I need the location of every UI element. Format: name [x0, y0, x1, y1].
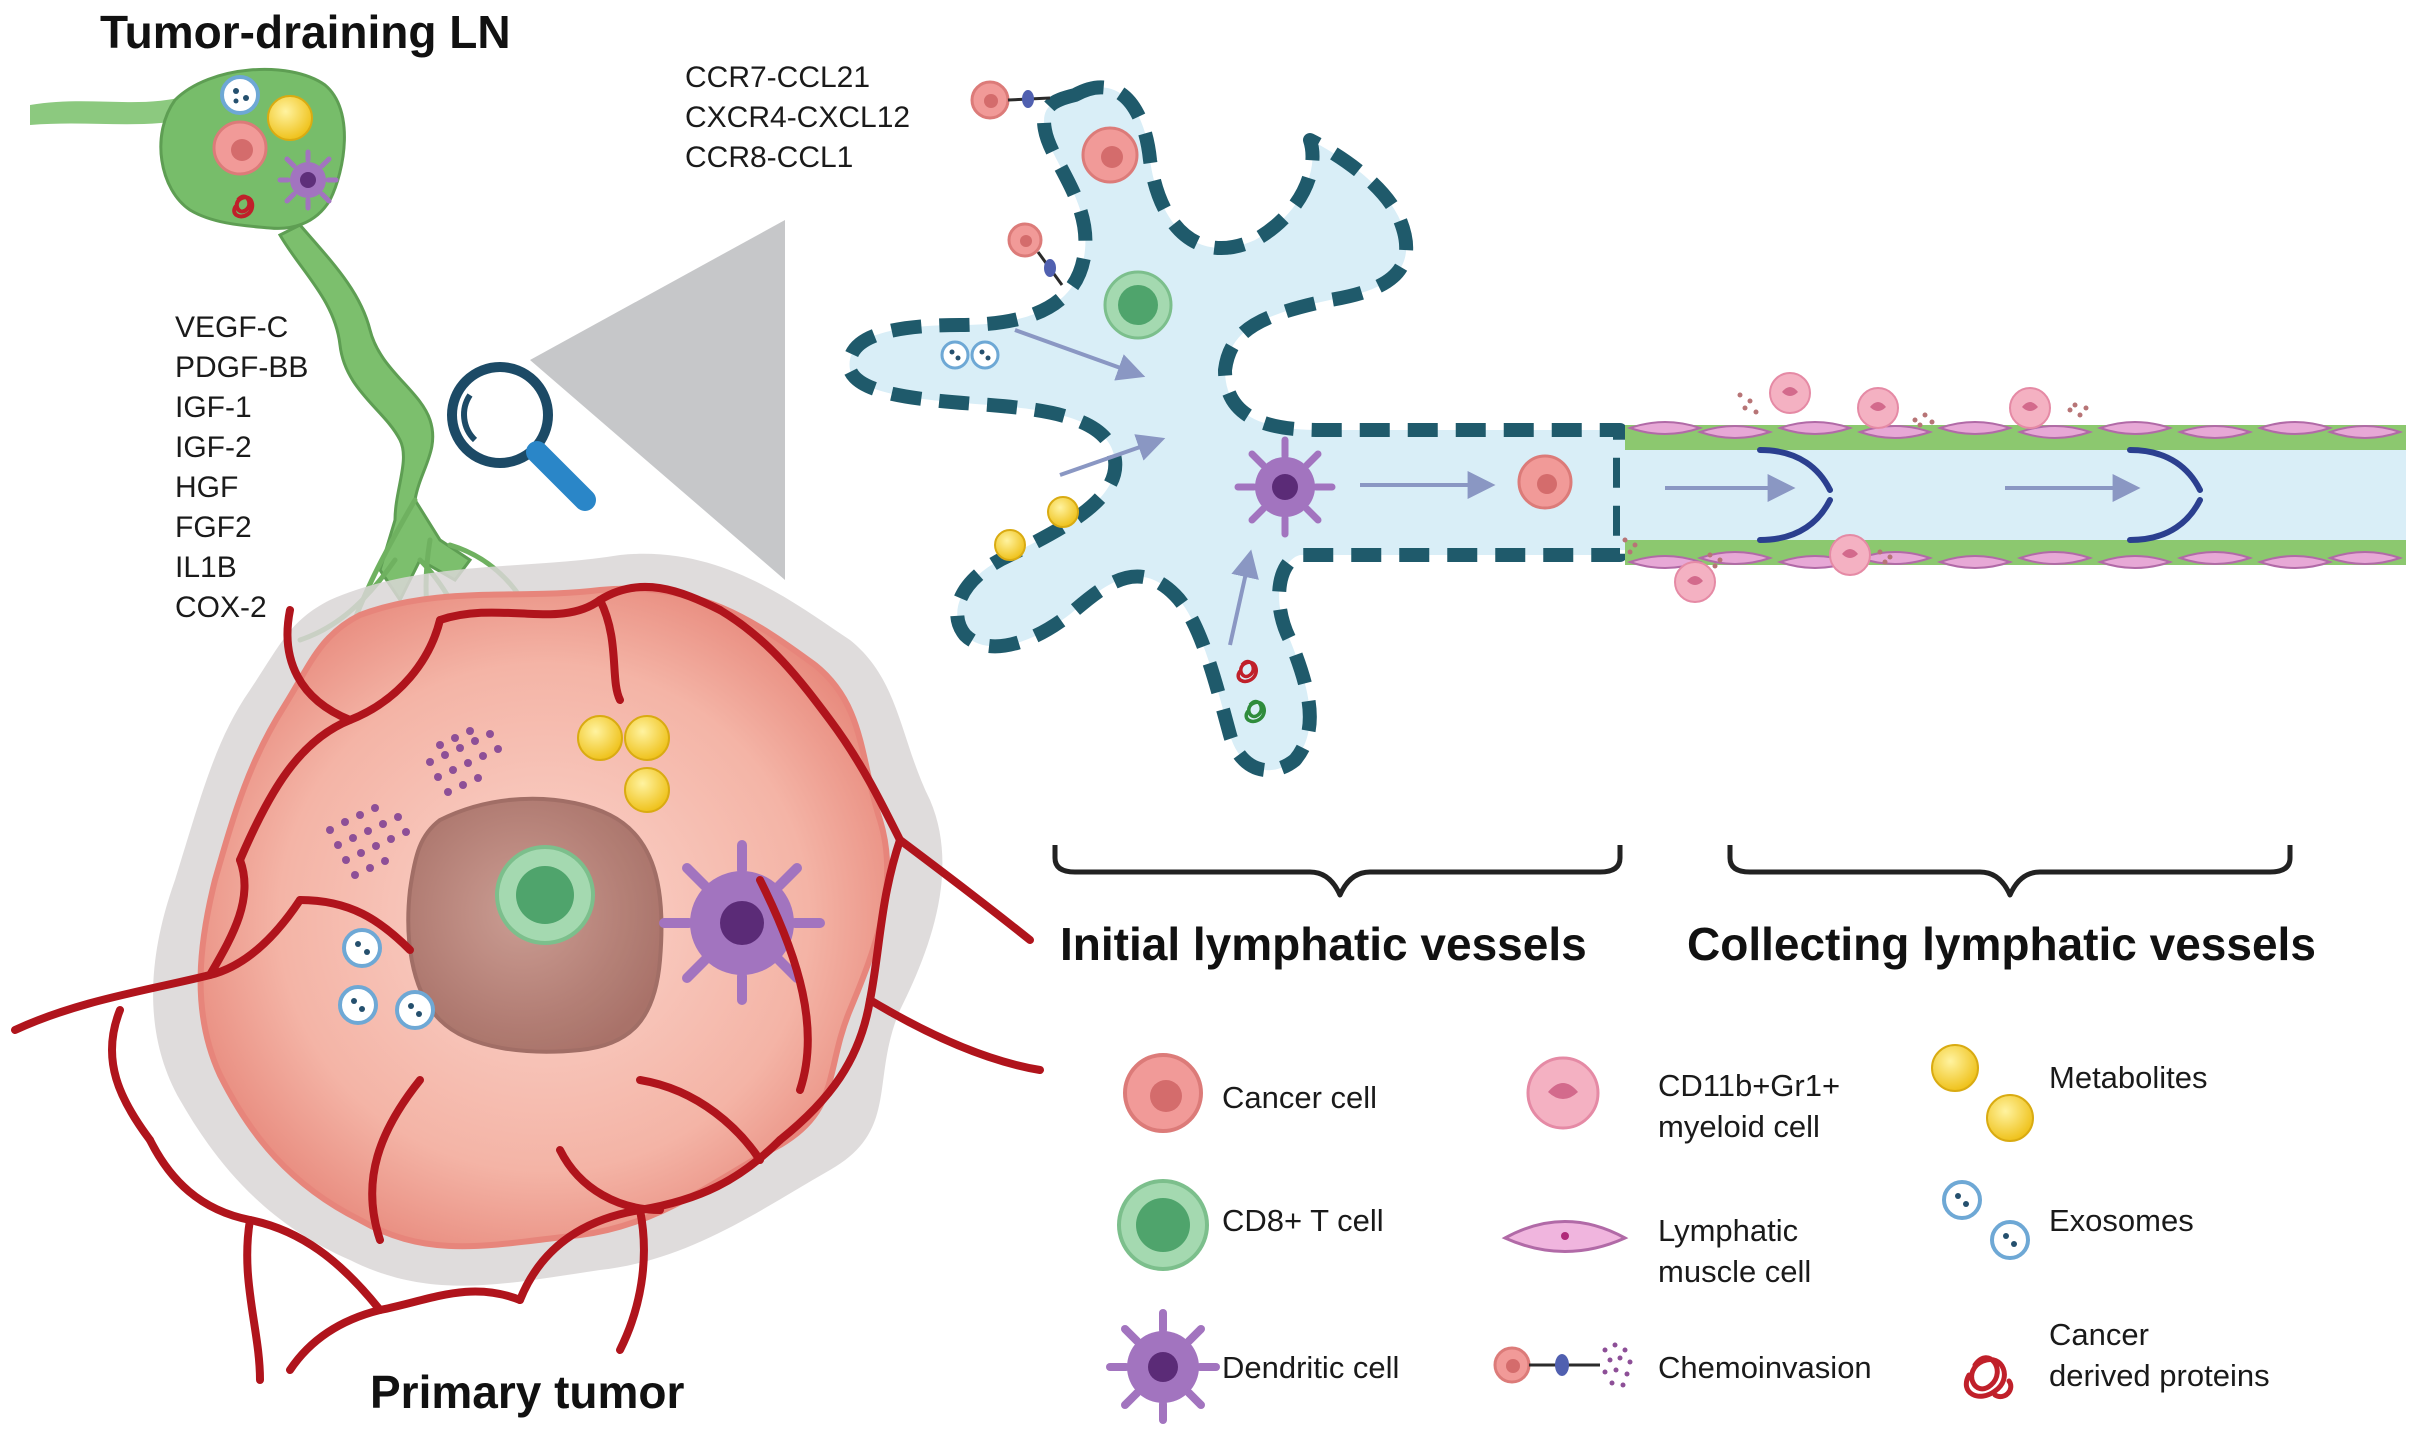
collecting-lymphatic-vessel	[1620, 372, 2406, 603]
legend-chemoinvasion: Chemoinvasion	[1658, 1350, 1872, 1385]
growth-factor-item: IGF-2	[175, 431, 252, 464]
collecting-vessels-title: Collecting lymphatic vessels	[1687, 918, 2316, 970]
exosomes-in-tumor	[338, 928, 435, 1030]
legend: Cancer cell CD8+ T cell Dendritic cell C…	[1106, 1044, 2270, 1424]
dendritic-cell-legend-icon	[1106, 1309, 1220, 1424]
primary-tumor-title: Primary tumor	[370, 1366, 685, 1418]
blood-vessels	[11, 583, 1044, 1384]
metabolite-legend-icon	[1986, 1094, 2034, 1142]
metabolite-in-node	[267, 95, 313, 141]
growth-factor-item: HGF	[175, 471, 238, 504]
legend-dendritic-cell: Dendritic cell	[1222, 1350, 1399, 1385]
metabolite-in-tumor	[624, 715, 670, 761]
legend-cancer-cell: Cancer cell	[1222, 1080, 1377, 1115]
secreted-factors-cluster	[326, 727, 502, 879]
afferent-lymphatic	[30, 95, 195, 125]
initial-vessel-body	[842, 80, 1627, 778]
legend-exosomes: Exosomes	[2049, 1203, 2194, 1238]
myeloid-cells	[1674, 372, 2051, 603]
chemokine-list: CCR7-CCL21 CXCR4-CXCL12 CCR8-CCL1	[685, 61, 910, 174]
chemoinvasion-icon	[970, 80, 1064, 286]
exosome-in-node	[220, 75, 260, 115]
cancer-cell-legend-icon	[1123, 1053, 1203, 1133]
valves	[1757, 447, 2203, 543]
chemoinvasion-legend-icon	[1493, 1342, 1633, 1388]
metabolite-in-vessel	[994, 529, 1026, 561]
efferent-lymphatic	[277, 223, 473, 603]
protein-legend-icon	[1964, 1355, 2014, 1399]
legend-myeloid-line2: myeloid cell	[1658, 1109, 1820, 1144]
metabolite-in-tumor	[577, 715, 623, 761]
chemokine-item: CCR8-CCL1	[685, 141, 853, 174]
growth-factor-item: COX-2	[175, 591, 267, 624]
muscle-cells-top	[1626, 421, 2404, 439]
exosome-legend-icon	[1942, 1180, 2030, 1260]
chemokine-item: CCR7-CCL21	[685, 61, 870, 94]
metabolite-legend-icon	[1931, 1044, 1979, 1092]
growth-factor-item: IL1B	[175, 551, 237, 584]
dendritic-cell-in-node	[277, 149, 339, 211]
legend-metabolites: Metabolites	[2049, 1060, 2208, 1095]
primary-tumor-group	[11, 553, 1044, 1384]
arrow-icon	[1014, 328, 1146, 381]
t-cell-legend-icon	[1117, 1179, 1209, 1271]
metabolite-in-tumor	[624, 767, 670, 813]
legend-myeloid-line1: CD11b+Gr1+	[1658, 1068, 1840, 1103]
magnifier-icon	[447, 362, 596, 511]
arrow-icon	[1059, 434, 1166, 477]
collecting-vessel-lumen	[1620, 440, 2406, 550]
initial-vessels-title: Initial lymphatic vessels	[1060, 918, 1587, 970]
protein-in-node	[232, 194, 255, 219]
legend-muscle-line2: muscle cell	[1658, 1254, 1811, 1289]
secreted-dots	[1622, 392, 2089, 569]
lymph-node-title: Tumor-draining LN	[100, 6, 511, 58]
legend-proteins-line1: Cancer	[2049, 1317, 2149, 1352]
growth-factor-item: FGF2	[175, 511, 252, 544]
zoom-wedge	[530, 220, 785, 580]
legend-proteins-line2: derived proteins	[2049, 1358, 2270, 1393]
chemokine-item: CXCR4-CXCL12	[685, 101, 910, 134]
growth-factor-item: PDGF-BB	[175, 351, 308, 384]
growth-factor-item: IGF-1	[175, 391, 252, 424]
initial-lymphatic-vessel	[842, 80, 1627, 778]
myeloid-cell-legend-icon	[1526, 1056, 1600, 1130]
legend-t-cell: CD8+ T cell	[1222, 1203, 1384, 1238]
dendritic-cell-in-vessel	[1234, 436, 1336, 538]
legend-muscle-line1: Lymphatic	[1658, 1213, 1798, 1248]
bracket-icon	[1052, 845, 1623, 898]
metabolite-in-vessel	[1047, 496, 1079, 528]
bracket-icon	[1727, 845, 2293, 898]
growth-factor-list: VEGF-C PDGF-BB IGF-1 IGF-2 HGF FGF2 IL1B…	[175, 311, 308, 624]
exosomes-in-vessel	[940, 340, 1000, 370]
lymph-node-group	[30, 67, 548, 693]
protein-in-vessel	[1236, 659, 1258, 684]
protein-in-vessel	[1244, 699, 1266, 724]
arrow-icon	[1228, 549, 1259, 646]
growth-factor-item: VEGF-C	[175, 311, 288, 344]
